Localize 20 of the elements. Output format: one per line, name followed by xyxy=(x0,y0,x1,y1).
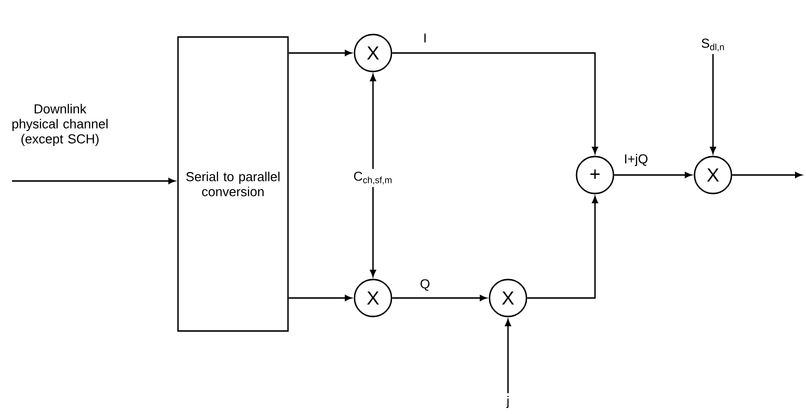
edge-label: I+jQ xyxy=(622,152,650,168)
input-label: j xyxy=(506,396,509,408)
arrow xyxy=(732,172,802,178)
arrow xyxy=(288,50,352,56)
arrow xyxy=(12,178,176,184)
arrow xyxy=(370,74,376,169)
edge-label: Downlink physical channel (except SCH) xyxy=(2,102,118,148)
edge-label: I xyxy=(422,32,428,44)
process-box: Serial to parallel conversion xyxy=(177,36,289,332)
arrow xyxy=(370,187,376,277)
arrow xyxy=(710,54,716,154)
arrow xyxy=(392,52,598,154)
code-label: S$_{dl,n}$ xyxy=(702,38,724,52)
arrow xyxy=(614,172,692,178)
arrow xyxy=(392,295,487,301)
arrow xyxy=(505,319,511,394)
arrow xyxy=(288,295,352,301)
edge-label: Q xyxy=(418,278,432,292)
arrow xyxy=(527,196,598,299)
code-label: C$_{ch,sf,m}$ xyxy=(354,172,392,184)
